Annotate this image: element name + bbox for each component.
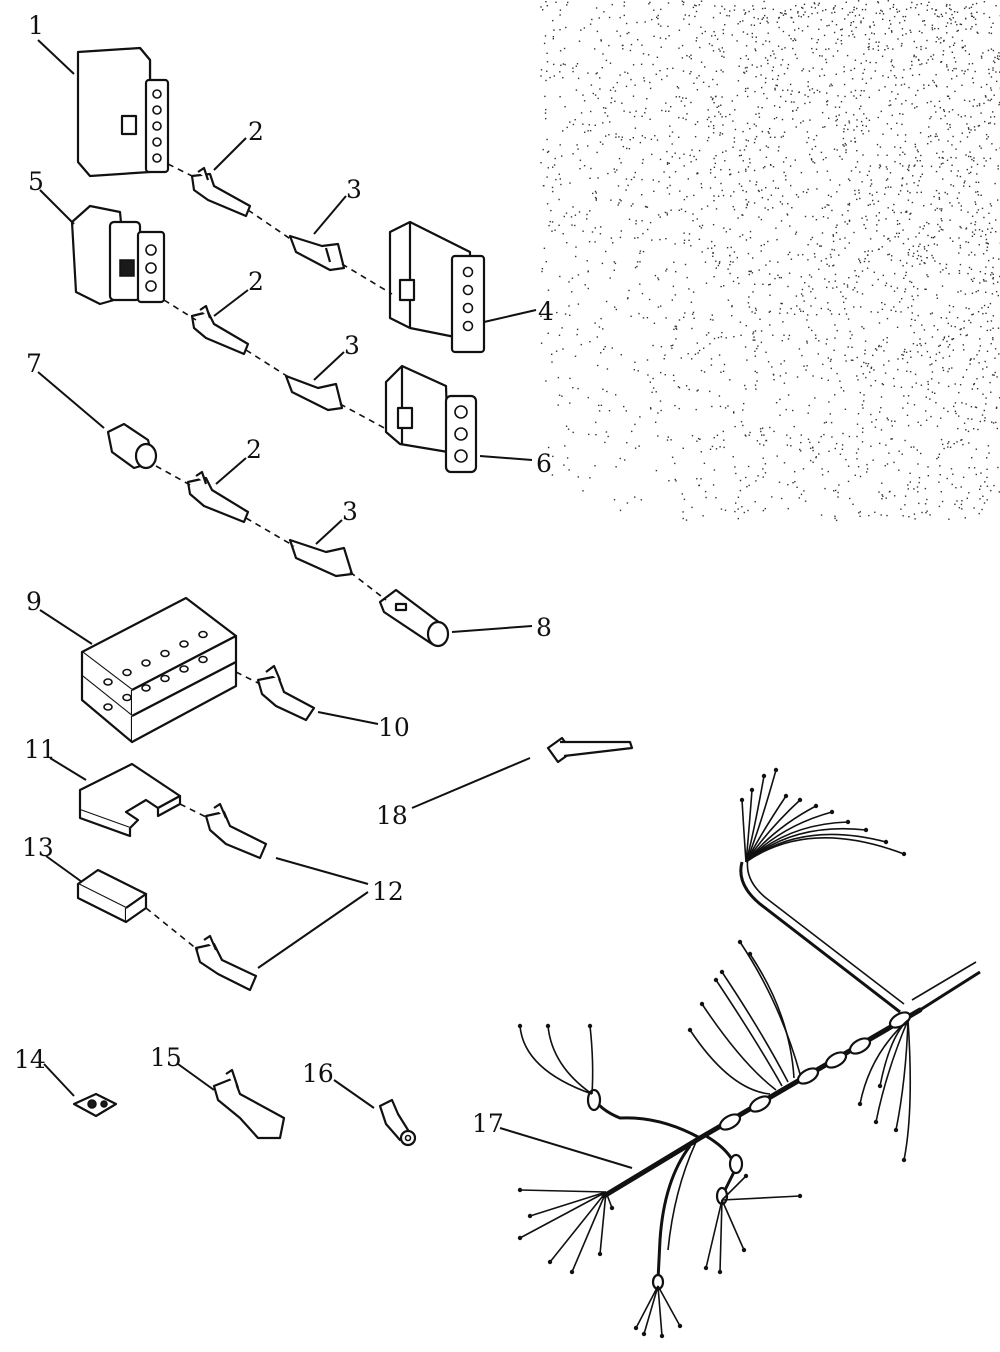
callout-3: 3	[344, 331, 360, 360]
wire-plug-18	[546, 736, 634, 764]
connector-9-pin-holes	[103, 630, 208, 711]
callout-4: 4	[538, 297, 554, 326]
connector-housing-6	[384, 364, 478, 474]
callout-12: 12	[372, 877, 404, 906]
terminal-12-upper	[204, 802, 268, 860]
female-terminal-2-row2	[190, 304, 250, 356]
callout-17: 17	[472, 1109, 504, 1138]
terminal-cover-11	[78, 762, 182, 838]
connector-housing-4	[388, 220, 486, 354]
male-terminal-3	[288, 234, 346, 272]
scan-noise-texture	[540, 0, 1000, 522]
ring-terminal-16	[378, 1098, 417, 1147]
callout-5: 5	[28, 167, 44, 196]
callout-3: 3	[342, 497, 358, 526]
callout-1: 1	[28, 11, 44, 40]
callout-11: 11	[24, 735, 56, 764]
callout-13: 13	[22, 833, 54, 862]
callout-2: 2	[246, 435, 262, 464]
callout-labels: 1 2 3 4 5 2 3 7 6 2 3 9 8 10 11 18 13 12…	[14, 11, 554, 1138]
female-terminal-2	[190, 166, 252, 218]
bulb-socket-7	[106, 422, 158, 470]
callout-2: 2	[248, 267, 264, 296]
terminal-cover-13	[76, 868, 148, 924]
terminal-12-lower	[194, 934, 258, 992]
male-terminal-3-row3	[288, 538, 354, 578]
callout-16: 16	[302, 1059, 334, 1088]
callout-6: 6	[536, 449, 552, 478]
callout-15: 15	[150, 1043, 182, 1072]
callout-18: 18	[376, 801, 408, 830]
callout-7: 7	[26, 349, 42, 378]
callout-9: 9	[26, 587, 42, 616]
terminal-15	[212, 1068, 286, 1140]
leader-lines	[37, 39, 633, 1169]
insulating-sleeve-8	[378, 588, 450, 648]
connector-housing-1	[76, 46, 170, 178]
main-wiring-harness-17	[517, 767, 981, 1339]
callout-3: 3	[346, 175, 362, 204]
connector-housing-5	[70, 204, 166, 306]
female-terminal-2-row3	[186, 470, 250, 524]
terminal-10	[256, 664, 316, 722]
male-terminal-3-row2	[284, 374, 344, 412]
callout-2: 2	[248, 117, 264, 146]
clip-14	[72, 1092, 118, 1118]
callout-14: 14	[14, 1045, 46, 1074]
callout-10: 10	[378, 713, 410, 742]
callout-8: 8	[536, 613, 552, 642]
multi-pin-connector-9	[80, 596, 238, 744]
